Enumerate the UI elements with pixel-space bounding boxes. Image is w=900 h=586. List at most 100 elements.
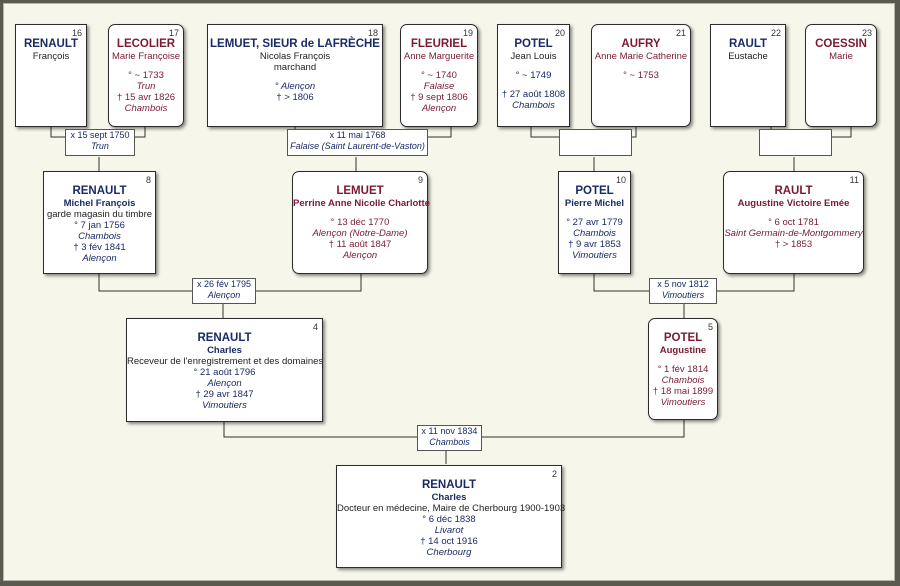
- birth-date: ° 7 jan 1756: [74, 220, 125, 231]
- person-number: 11: [849, 175, 859, 185]
- person-card-19[interactable]: 19 FLEURIEL Anne Marguerite ° ~ 1740 Fal…: [400, 24, 478, 127]
- person-surname: LECOLIER: [116, 38, 176, 50]
- birth-place: Trun: [136, 81, 156, 92]
- birth-place: Saint Germain-de-Montgommery: [724, 228, 863, 239]
- person-number: 17: [168, 28, 179, 38]
- person-surname: RAULT: [728, 38, 768, 50]
- person-card-11[interactable]: 11 RAULT Augustine Victoire Emée ° 6 oct…: [723, 171, 864, 274]
- birth-date: ° ~ 1749: [515, 70, 552, 81]
- marriage-box-8-9: x 26 fév 1795 Alençon: [192, 278, 256, 304]
- marriage-place: Vimoutiers: [661, 290, 705, 300]
- person-occupation: garde magasin du timbre: [46, 209, 153, 220]
- person-number: 22: [770, 28, 781, 38]
- person-given-name: Charles: [207, 345, 242, 356]
- person-card-22[interactable]: 22 RAULT Eustache: [710, 24, 786, 127]
- marriage-box-10-11: x 5 nov 1812 Vimoutiers: [649, 278, 717, 304]
- birth-date: ° 13 déc 1770: [330, 217, 390, 228]
- person-occupation: Docteur en médecine, Maire de Cherbourg …: [337, 503, 566, 514]
- birth-date: ° Alençon: [274, 81, 316, 92]
- person-card-20[interactable]: 20 POTEL Jean Louis ° ~ 1749 † 27 août 1…: [497, 24, 570, 127]
- birth-date: ° 21 août 1796: [193, 367, 256, 378]
- death-place: Vimoutiers: [660, 397, 706, 408]
- death-place: Alençon: [421, 103, 457, 114]
- person-occupation: marchand: [273, 62, 317, 73]
- marriage-box-16-17: x 15 sept 1750 Trun: [65, 129, 135, 156]
- birth-place: Falaise: [423, 81, 455, 92]
- person-given-name: Augustine Victoire Emée: [737, 198, 850, 209]
- person-surname: POTEL: [514, 38, 553, 50]
- person-given-name: Augustine: [659, 345, 707, 356]
- birth-date: ° 6 oct 1781: [768, 217, 819, 228]
- death-place: Vimoutiers: [572, 250, 617, 261]
- death-date: † 3 fév 1841: [73, 242, 126, 253]
- person-number: 16: [71, 28, 82, 38]
- person-card-21[interactable]: 21 AUFRY Anne Marie Catherine ° ~ 1753: [591, 24, 691, 127]
- birth-date: ° 1 fév 1814: [657, 364, 709, 375]
- person-card-5[interactable]: 5 POTEL Augustine ° 1 fév 1814 Chambois …: [648, 318, 718, 420]
- person-card-2[interactable]: 2 RENAULT Charles Docteur en médecine, M…: [336, 465, 566, 568]
- person-number: 20: [554, 28, 565, 38]
- person-given-name: François: [32, 51, 70, 62]
- person-surname: FLEURIEL: [410, 38, 468, 50]
- person-given-name: Eustache: [728, 51, 768, 62]
- death-date: † 27 août 1808: [501, 89, 566, 100]
- person-number: 4: [312, 322, 318, 332]
- person-card-10[interactable]: 10 POTEL Pierre Michel ° 27 avr 1779 Cha…: [558, 171, 631, 274]
- marriage-date: x 15 sept 1750: [70, 130, 130, 140]
- death-date: † 9 avr 1853: [568, 239, 621, 250]
- person-given-name: Anne Marie Catherine: [594, 51, 688, 62]
- death-date: † 15 avr 1826: [116, 92, 176, 103]
- person-number: 2: [551, 469, 557, 479]
- person-surname: COESSIN: [815, 38, 867, 50]
- death-date: † 18 mai 1899: [652, 386, 714, 397]
- death-date: † 11 août 1847: [328, 239, 392, 250]
- person-card-4[interactable]: 4 RENAULT Charles Receveur de l'enregist…: [126, 318, 323, 422]
- marriage-place: Chambois: [429, 437, 470, 447]
- person-surname: RAULT: [774, 185, 813, 197]
- person-given-name: Pierre Michel: [564, 198, 625, 209]
- marriage-date: x 11 nov 1834: [421, 426, 478, 436]
- person-number: 23: [861, 28, 872, 38]
- person-card-18[interactable]: 18 LEMUET, SIEUR de LAFRÈCHE Nicolas Fra…: [207, 24, 383, 127]
- person-number: 19: [462, 28, 473, 38]
- marriage-place: Trun: [91, 141, 109, 151]
- death-place: Chambois: [124, 103, 168, 114]
- marriage-box-20-21: [559, 129, 632, 156]
- person-surname: RENAULT: [23, 38, 79, 50]
- birth-date: ° 27 avr 1779: [566, 217, 623, 228]
- death-place: Vimoutiers: [202, 400, 247, 411]
- birth-date: ° 6 déc 1838: [422, 514, 476, 525]
- death-date: † 14 oct 1916: [420, 536, 478, 547]
- person-given-name: Perrine Anne Nicolle Charlotte: [293, 198, 430, 209]
- marriage-date: x 26 fév 1795: [196, 279, 252, 289]
- person-surname: AUFRY: [621, 38, 661, 50]
- marriage-box-4-5: x 11 nov 1834 Chambois: [417, 425, 482, 451]
- person-surname: RENAULT: [72, 185, 127, 197]
- death-place: Chambois: [512, 100, 555, 111]
- person-card-9[interactable]: 9 LEMUET Perrine Anne Nicolle Charlotte …: [292, 171, 430, 274]
- person-card-23[interactable]: 23 COESSIN Marie: [805, 24, 877, 127]
- death-date: † > 1853: [774, 239, 813, 250]
- death-place: Alençon: [82, 253, 117, 264]
- death-date: † 29 avr 1847: [195, 389, 254, 400]
- person-card-16[interactable]: 16 RENAULT François: [15, 24, 87, 127]
- person-surname: RENAULT: [197, 332, 252, 344]
- person-given-name: Charles: [431, 492, 467, 503]
- birth-date: ° ~ 1740: [421, 70, 457, 81]
- marriage-date: x 5 nov 1812: [657, 279, 709, 289]
- person-given-name: Jean Louis: [510, 51, 557, 62]
- person-card-17[interactable]: 17 LECOLIER Marie Françoise ° ~ 1733 Tru…: [108, 24, 184, 127]
- person-surname: POTEL: [575, 185, 614, 197]
- death-date: † 9 sept 1806: [410, 92, 468, 103]
- person-number: 10: [615, 175, 626, 185]
- person-surname: POTEL: [663, 332, 703, 344]
- person-surname: RENAULT: [421, 479, 477, 491]
- person-number: 5: [707, 322, 713, 332]
- death-place: Alençon: [342, 250, 378, 261]
- birth-place: Alençon (Notre-Dame): [312, 228, 408, 239]
- person-given-name: Marie Françoise: [111, 51, 181, 62]
- person-card-8[interactable]: 8 RENAULT Michel François garde magasin …: [43, 171, 156, 274]
- person-given-name: Marie: [829, 51, 853, 62]
- person-given-name: Nicolas François: [259, 51, 331, 62]
- birth-date: ° ~ 1753: [623, 70, 659, 81]
